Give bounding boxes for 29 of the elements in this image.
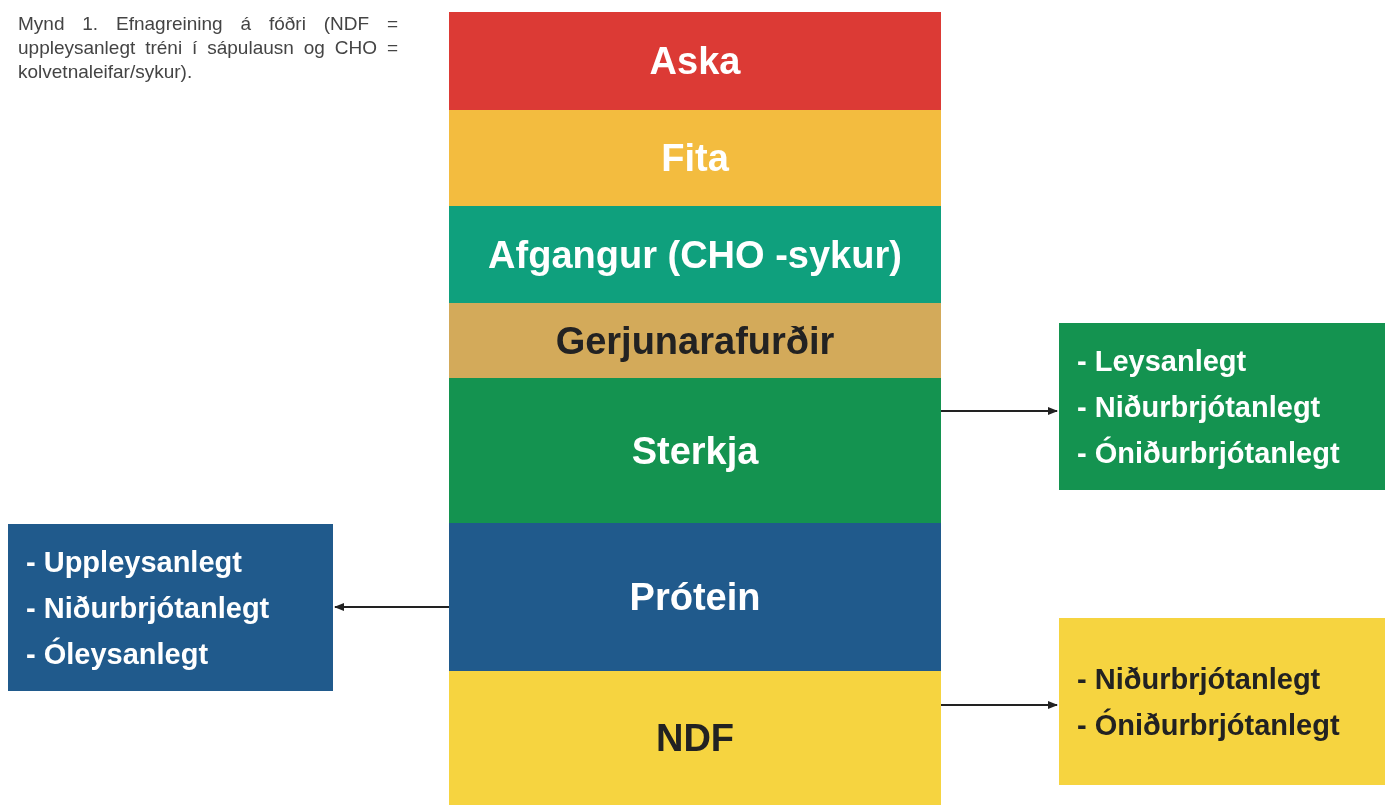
list-item: - Óniðurbrjótanlegt xyxy=(1077,435,1340,471)
list-item: - Leysanlegt xyxy=(1077,343,1247,379)
arrow xyxy=(334,603,450,611)
layer-band xyxy=(449,110,941,206)
fraction-box xyxy=(8,524,333,691)
list-item: - Niðurbrjótanlegt xyxy=(1077,661,1321,697)
arrow xyxy=(940,701,1058,709)
figure-caption: Mynd 1. Efnagreining á fóðri (NDF = uppleysanlegt tréni í sápulausn og CHO = kolvetnaleifar/sykur). xyxy=(18,12,398,84)
fraction-box xyxy=(1059,618,1385,785)
layer-label: Afgangur (CHO -sykur) xyxy=(488,232,902,278)
layer-label: Gerjunarafurðir xyxy=(555,318,835,364)
layer-band xyxy=(449,523,941,671)
list-item: - Niðurbrjótanlegt xyxy=(1077,389,1321,425)
arrow xyxy=(940,407,1058,415)
layer-label: Aska xyxy=(649,39,741,84)
layer-band xyxy=(449,671,941,805)
layer-label: Fita xyxy=(661,136,729,181)
layer-band xyxy=(449,12,941,110)
layer-band xyxy=(449,378,941,523)
layer-label: Prótein xyxy=(629,575,761,620)
layer-label: Sterkja xyxy=(631,428,759,474)
layer-label: NDF xyxy=(655,716,735,761)
list-item: - Óleysanlegt xyxy=(26,636,209,672)
list-item: - Uppleysanlegt xyxy=(26,544,242,580)
list-item: - Óniðurbrjótanlegt xyxy=(1077,707,1340,743)
layer-band xyxy=(449,206,941,303)
list-item: - Niðurbrjótanlegt xyxy=(26,590,270,626)
layer-band xyxy=(449,303,941,378)
fraction-box xyxy=(1059,323,1385,490)
